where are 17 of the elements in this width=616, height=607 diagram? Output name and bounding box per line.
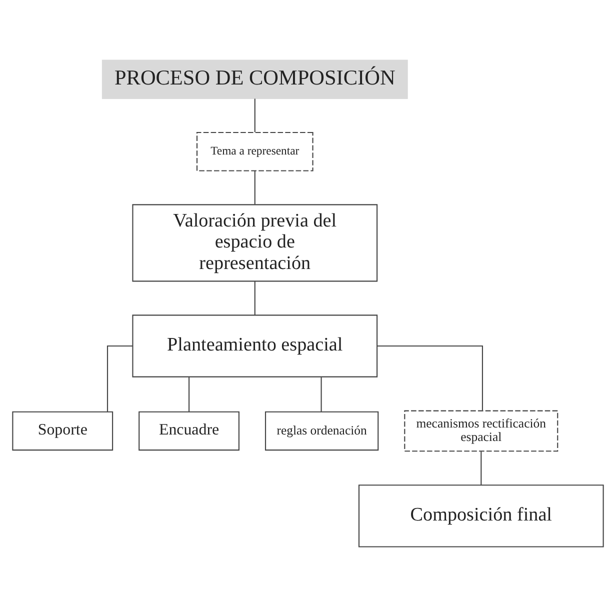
connector <box>254 170 256 204</box>
node-box: Soporte <box>12 411 114 451</box>
node-box: Planteamiento espacial <box>132 314 378 378</box>
node-box: reglas ordenación <box>264 411 379 451</box>
node-box: PROCESO DE COMPOSICIÓN <box>102 60 408 100</box>
connector <box>254 281 256 315</box>
connector <box>106 345 132 412</box>
connector <box>480 452 482 485</box>
node-box: Tema a representar <box>196 132 314 172</box>
connector <box>320 377 322 412</box>
connector <box>377 345 483 410</box>
connector <box>188 377 190 412</box>
node-box: Encuadre <box>138 411 240 451</box>
node-box: Valoración previa del espacio de representación <box>132 204 378 282</box>
node-box: mecanismos rectificación espacial <box>404 410 558 452</box>
node-box: Composición final <box>358 484 604 548</box>
connector <box>254 98 256 132</box>
